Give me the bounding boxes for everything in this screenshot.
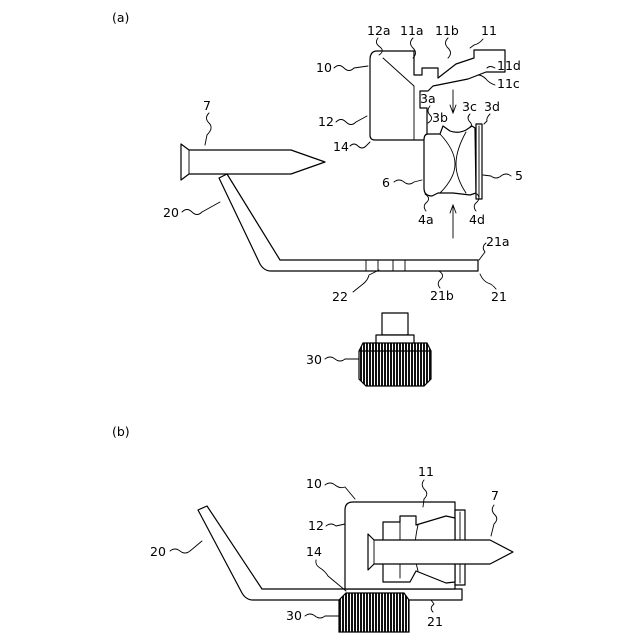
label-21a: 21a [486,234,510,249]
panel-b: (b) 10 11 7 [112,424,513,632]
label-22: 22 [332,289,348,304]
label-11a: 11a [400,23,424,38]
label-3c: 3c [462,99,477,114]
label-5: 5 [515,168,523,183]
plunger-6 [424,124,482,199]
label-21: 21 [491,289,507,304]
label-3a: 3a [420,91,436,106]
label-7-b: 7 [491,488,499,503]
housing-10 [370,50,505,140]
panel-b-caption: (b) [112,424,130,439]
knob-30-assembled [339,593,409,632]
label-30: 30 [306,352,322,367]
label-10: 10 [316,60,332,75]
label-14-b: 14 [306,544,322,559]
label-21-b: 21 [427,614,443,629]
label-3d: 3d [484,99,500,114]
label-4a: 4a [418,212,434,227]
label-11d: 11d [497,58,521,73]
label-14: 14 [333,139,349,154]
label-11-b: 11 [418,464,434,479]
label-21b: 21b [430,288,454,303]
label-30-b: 30 [286,608,302,623]
label-10-b: 10 [306,476,322,491]
panel-a: (a) [112,10,523,386]
label-4d: 4d [469,212,485,227]
label-11b: 11b [435,23,459,38]
label-20: 20 [163,205,179,220]
label-20-b: 20 [150,544,166,559]
label-12: 12 [318,114,334,129]
label-7: 7 [203,98,211,113]
nail-7 [181,144,325,180]
label-12-b: 12 [308,518,324,533]
label-11: 11 [481,23,497,38]
label-12a: 12a [367,23,391,38]
label-3b: 3b [432,110,448,125]
knob-30 [359,313,431,386]
panel-a-caption: (a) [112,10,129,25]
label-6: 6 [382,175,390,190]
label-11c: 11c [497,76,520,91]
nail-7-assembled [368,534,513,570]
